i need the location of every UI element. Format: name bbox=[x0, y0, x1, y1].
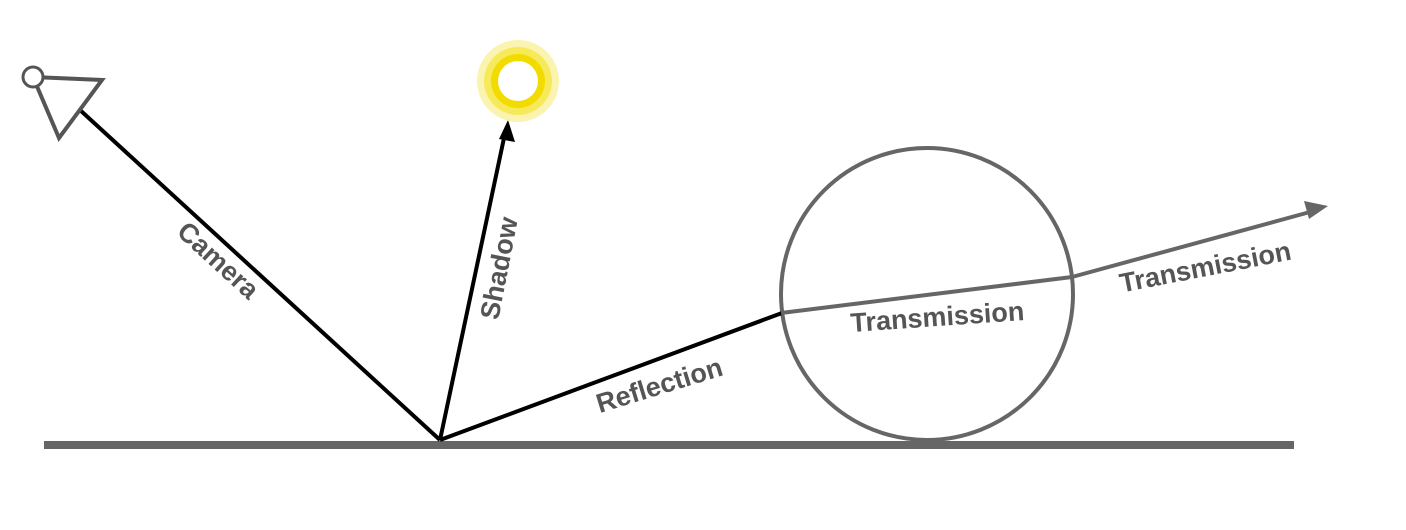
camera-icon bbox=[21, 65, 106, 142]
sun-icon bbox=[477, 40, 559, 122]
shadow-ray bbox=[438, 137, 506, 441]
shadow-ray-arrowhead bbox=[499, 120, 515, 142]
transmission-ray-arrowhead bbox=[1304, 201, 1328, 219]
transmission-ray-outside bbox=[1071, 210, 1311, 279]
camera-ray-label: Camera bbox=[171, 216, 265, 306]
transmission-outside-label: Transmission bbox=[1117, 236, 1294, 299]
shadow-ray-label: Shadow bbox=[475, 214, 524, 322]
sphere bbox=[779, 146, 1075, 442]
reflection-ray bbox=[439, 311, 783, 442]
camera-ray bbox=[78, 108, 442, 442]
transmission-ray-inside bbox=[780, 275, 1073, 315]
reflection-ray-label: Reflection bbox=[593, 352, 727, 419]
